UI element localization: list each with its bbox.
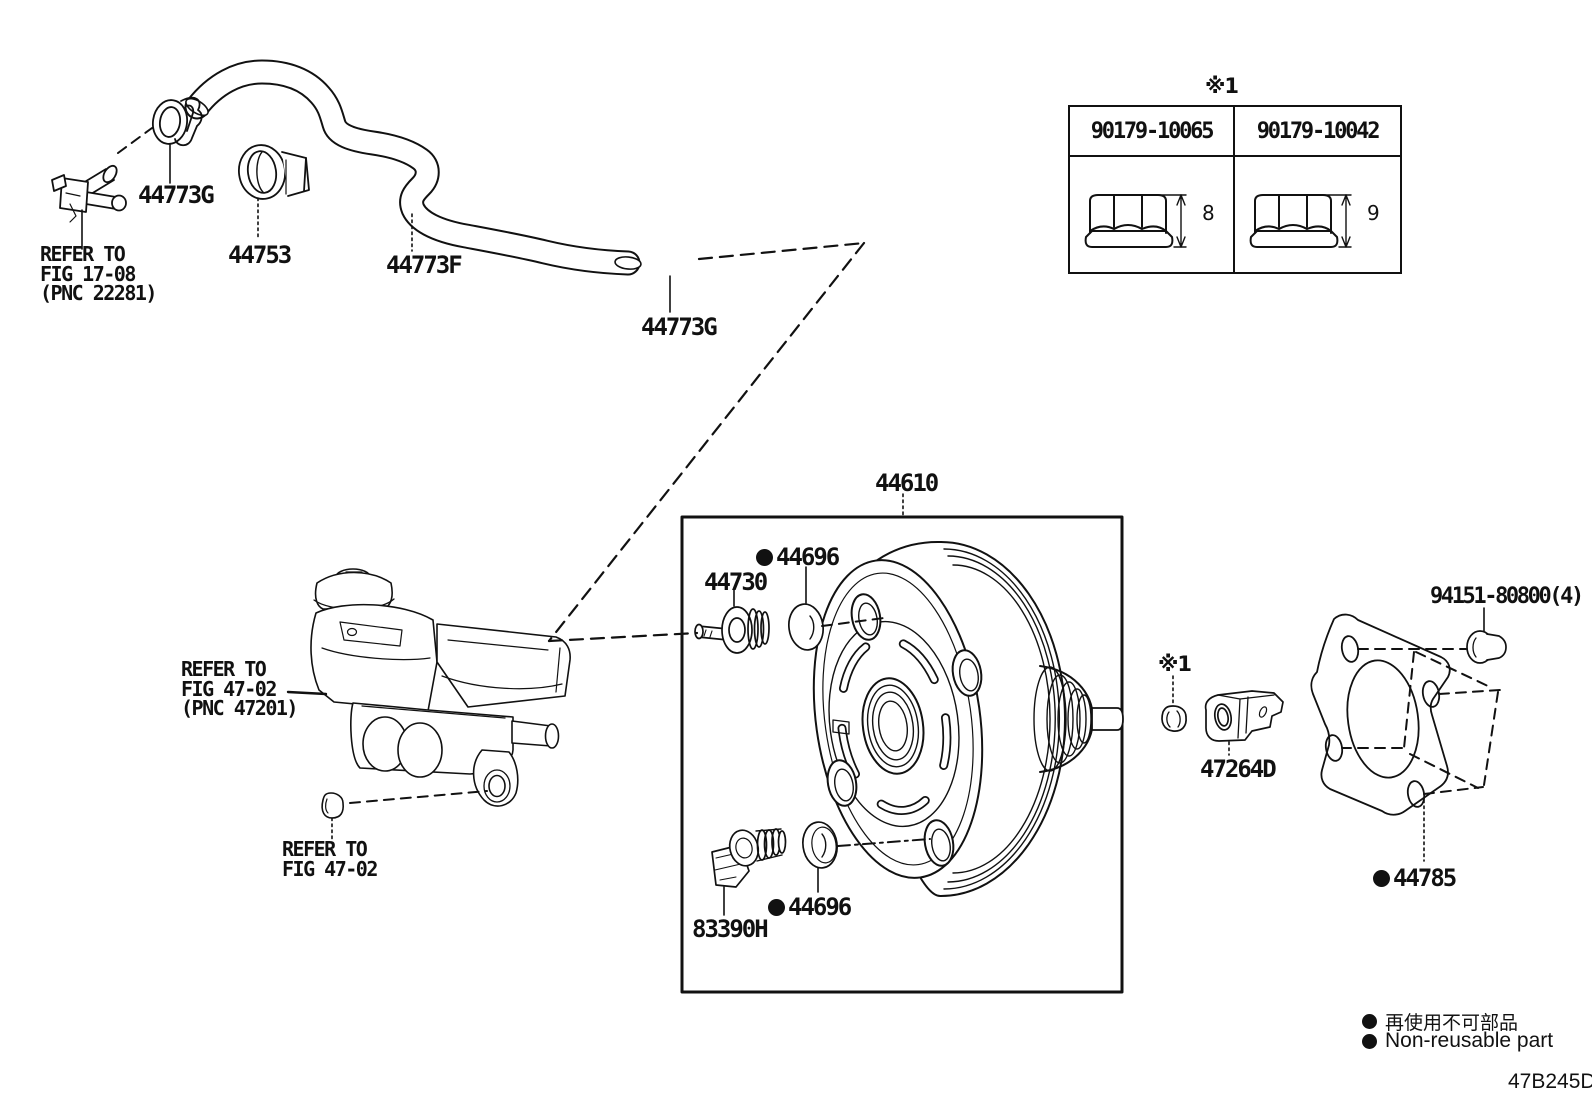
part-label-44753[interactable]: 44753 (228, 241, 292, 269)
part-number: 44773F (386, 251, 463, 279)
part-number: 83390H (692, 915, 769, 943)
brake-booster-drawing (812, 540, 1124, 898)
legend-jp: 再使用不可部品 (1362, 1008, 1518, 1035)
flange-nut-8mm-icon (1084, 194, 1187, 248)
flange-nut-drawing (1161, 705, 1187, 732)
bracket-47264D-drawing (1204, 690, 1284, 742)
gasket-dashed-box (1341, 648, 1501, 795)
part-number: 44730 (704, 568, 768, 596)
non-reusable-dot-icon (756, 548, 773, 566)
figure-code: 47B245D (1508, 1070, 1592, 1093)
nut-spec-table: 90179-10065 90179-10042 8 9 (1068, 105, 1402, 274)
part-label-47264D[interactable]: 47264D (1200, 755, 1277, 783)
part-label-clamp-1[interactable]: 44773G (138, 181, 215, 209)
note-symbol-table: ※1 (1205, 74, 1239, 98)
part-number: 44610 (875, 469, 939, 497)
part-number: 44696 (776, 543, 840, 571)
leader-lines (81, 143, 1485, 916)
part-label-booster-44610[interactable]: 44610 (875, 469, 939, 497)
part-number: 44785 (1393, 864, 1457, 892)
part-label-44730[interactable]: 44730 (704, 568, 768, 596)
nut-dim-2: 9 (1367, 201, 1380, 225)
master-cylinder-drawing (310, 568, 571, 819)
booster-assembly-box (680, 515, 1124, 994)
part-label-clamp-2[interactable]: 44773G (641, 313, 718, 341)
non-reusable-dot-icon (1373, 869, 1390, 887)
small-dashed-lines (117, 127, 931, 847)
booster-stud-holes (826, 593, 983, 867)
nut-cell-2: 9 (1235, 157, 1400, 272)
vacuum-hose-drawing (184, 59, 642, 276)
part-label-44785[interactable]: 44785 (1373, 864, 1457, 892)
note-symbol-nut: ※1 (1158, 652, 1192, 676)
projection-dashed-lines (547, 241, 866, 643)
grommet-lower-drawing (802, 821, 838, 869)
check-valve-drawing (51, 164, 127, 223)
hose-clamp-1-drawing (151, 96, 203, 147)
sensor-83390H-drawing (711, 828, 787, 888)
part-number: 44773G (138, 181, 215, 209)
part-label-grommet-1[interactable]: 44696 (756, 543, 840, 571)
part-number: 44696 (788, 893, 852, 921)
nut-part-number-1[interactable]: 90179-10065 (1070, 107, 1235, 157)
nut-part-number-2[interactable]: 90179-10042 (1235, 107, 1400, 157)
nut-dim-1: 8 (1202, 201, 1215, 225)
part-number: 44753 (228, 241, 292, 269)
refer-note-fig-47-02-small: REFER TO FIG 47-02 (282, 837, 378, 881)
grommet-upper-drawing (788, 603, 824, 651)
pushrod-clevis-44730-drawing (694, 606, 770, 654)
legend-en: Non-reusable part (1362, 1029, 1553, 1053)
booster-rear-hub (1033, 665, 1124, 773)
part-label-83390H[interactable]: 83390H (692, 915, 769, 943)
clamp-44753-drawing (238, 144, 310, 200)
non-reusable-dot-icon (1362, 1033, 1377, 1049)
nut-cell-1: 8 (1070, 157, 1235, 272)
refer-note-fig-47-02-main: REFER TO FIG 47-02 (PNC 47201) (181, 657, 298, 720)
gasket-44785-drawing (1310, 613, 1451, 816)
part-number: 44773G (641, 313, 718, 341)
non-reusable-dot-icon (768, 898, 785, 916)
bolt-94151-drawing (1466, 630, 1507, 664)
flange-nut-9mm-icon (1249, 194, 1352, 248)
part-label-grommet-2[interactable]: 44696 (768, 893, 852, 921)
non-reusable-dot-icon (1362, 1014, 1377, 1029)
refer-note-fig-17-08: REFER TO FIG 17-08 (PNC 22281) (40, 242, 157, 305)
part-label-94151[interactable]: 94151-80800(4) (1430, 584, 1584, 609)
part-number: 47264D (1200, 755, 1277, 783)
part-label-hose-44773F[interactable]: 44773F (386, 251, 463, 279)
part-number: 94151-80800(4) (1430, 584, 1584, 609)
